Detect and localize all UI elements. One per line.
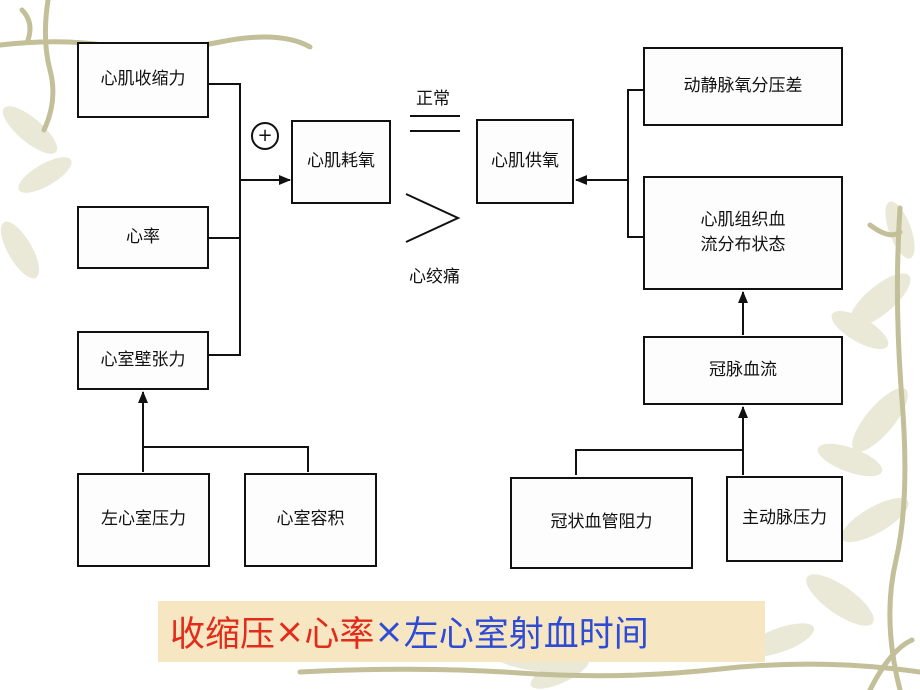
box-lv-pressure: 左心室压力 <box>77 473 210 567</box>
box-contractility: 心肌收缩力 <box>77 42 209 118</box>
box-flow-distribution: 心肌组织血 流分布状态 <box>643 176 843 290</box>
plus-symbol: + <box>251 122 279 150</box>
label-normal: 正常 <box>416 89 450 109</box>
box-o2-consumption: 心肌耗氧 <box>291 120 391 204</box>
box-o2-supply: 心肌供氧 <box>476 119 574 204</box>
formula-banner: 收缩压×心率×左心室射血时间 <box>158 601 765 662</box>
formula-ejection-time: 左心室射血时间 <box>403 615 649 655</box>
formula-systolic-pressure: 收缩压 <box>170 615 276 655</box>
formula-heart-rate: 心率 <box>304 615 375 655</box>
label-angina: 心绞痛 <box>409 267 460 287</box>
formula-times-2: × <box>374 611 404 652</box>
formula-times-1: × <box>275 611 305 652</box>
box-av-o2-difference: 动静脉氧分压差 <box>643 47 843 126</box>
box-coronary-flow: 冠脉血流 <box>643 336 843 405</box>
box-wall-tension: 心室壁张力 <box>77 331 209 390</box>
box-heart-rate: 心率 <box>77 206 209 269</box>
box-ventricular-volume: 心室容积 <box>244 473 377 567</box>
box-aortic-pressure: 主动脉压力 <box>726 476 843 562</box>
box-coronary-resistance: 冠状血管阻力 <box>510 477 693 569</box>
